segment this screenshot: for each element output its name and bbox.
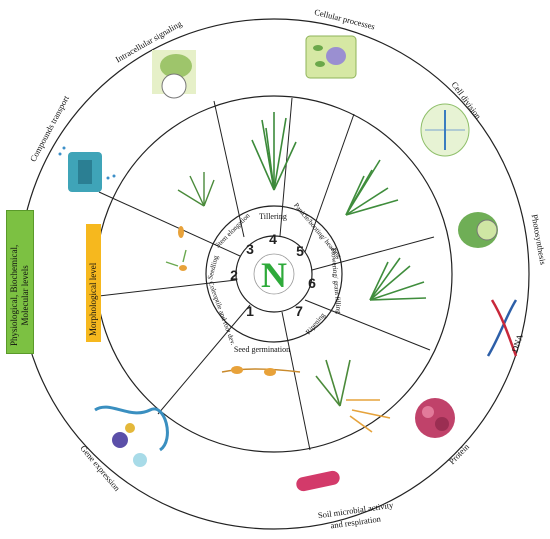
transport-protein-icon xyxy=(58,146,116,192)
stage-number-1: 1 xyxy=(246,303,254,319)
seed-icon xyxy=(178,226,184,238)
heading-plant-icon xyxy=(345,159,399,216)
stage-ring xyxy=(205,205,343,343)
seedling-plant-icon xyxy=(165,249,187,271)
plant-cell-icon xyxy=(305,35,357,79)
center-letter: N xyxy=(261,255,287,295)
seed-germination-icon xyxy=(221,366,301,376)
bacteria-icon xyxy=(296,470,340,492)
label-protein: Protein xyxy=(447,441,472,466)
stage-number-3: 3 xyxy=(246,241,254,257)
sector-dividers xyxy=(98,97,435,451)
label-dna: DNA xyxy=(510,332,525,353)
label-photosynthesis: Photosynthesis xyxy=(530,213,549,265)
stem-elongation-plant-icon xyxy=(177,172,215,207)
levels-box xyxy=(6,210,34,354)
center-circle xyxy=(253,253,295,295)
seed-germination-label: Seed germination xyxy=(234,345,290,354)
dna-icon xyxy=(486,299,518,357)
protein-icon xyxy=(415,398,455,438)
levels-label: Physiological, Biochemical, Molecular le… xyxy=(9,245,31,346)
stage-number-2: 2 xyxy=(230,267,238,283)
stage-number-7: 7 xyxy=(295,303,303,319)
stage-number-6: 6 xyxy=(308,275,316,291)
label-cellular-processes: Cellular processes xyxy=(313,7,376,32)
levels-label-line2: Molecular levels xyxy=(20,265,30,326)
leaf-icon xyxy=(458,212,498,248)
stage-label-flowering: Flowering/ grain filling xyxy=(329,248,343,315)
flowering-plant-icon xyxy=(369,257,427,301)
morphological-box xyxy=(86,224,101,342)
inner-ring xyxy=(235,235,313,313)
levels-label-line1: Physiological, Biochemical, xyxy=(9,244,19,346)
stage-number-4: 4 xyxy=(269,231,277,247)
stage-label-tillering: Tillering xyxy=(259,212,287,221)
stage-label-coleoptile: Coleoptile and root dev. xyxy=(207,280,238,346)
stage-number-5: 5 xyxy=(296,243,304,259)
tillering-plant-icon xyxy=(251,112,297,191)
stage-label-ripening: Ripening xyxy=(304,311,327,336)
mitosis-icon xyxy=(420,103,470,157)
gene-expression-icon xyxy=(94,405,169,467)
leaf-cell-icon xyxy=(152,50,196,99)
label-gene-expression: Gene expression xyxy=(78,443,122,493)
morphological-label: Morphological level xyxy=(88,262,98,336)
ripening-plant-icon xyxy=(315,359,391,433)
